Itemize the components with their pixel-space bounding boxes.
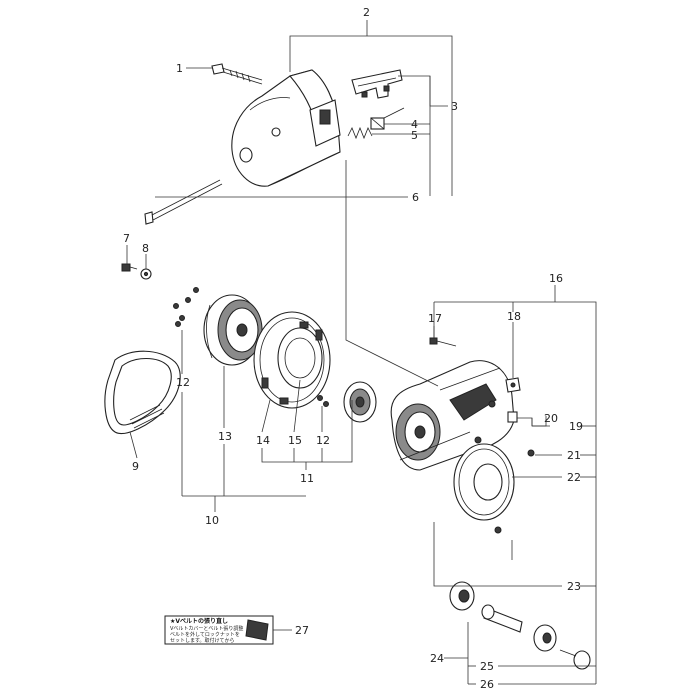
leader-lines (126, 20, 597, 685)
callout-7: 7 (123, 232, 130, 245)
decal-line-3: セットします。取付けてから (170, 637, 235, 644)
callout-18: 18 (507, 310, 521, 323)
callout-21: 21 (567, 449, 581, 462)
callout-1: 1 (176, 62, 183, 75)
clutch-drum (253, 311, 331, 409)
callout-6: 6 (412, 191, 419, 204)
callout-24: 24 (430, 652, 444, 665)
cutting-arm-housing (390, 337, 535, 471)
callout-26: 26 (480, 678, 494, 691)
callout-3: 3 (451, 100, 458, 113)
callout-15: 15 (288, 434, 302, 447)
callout-labels: 1 2 3 4 5 6 7 8 9 10 11 12 12 13 14 15 1… (123, 6, 583, 691)
cover-ring (453, 443, 515, 534)
callout-13: 13 (218, 430, 232, 443)
callout-17: 17 (428, 312, 442, 325)
callout-14: 14 (256, 434, 270, 447)
bearing-hub (343, 381, 377, 423)
callout-12-left: 12 (176, 376, 190, 389)
spindle-assembly (449, 581, 591, 670)
belt-pulley (203, 294, 263, 366)
warning-decal: ★Vベルトの張り直し Vベルトカバーとベルト張り調整 ベルトを外してロックナット… (164, 615, 274, 645)
callout-12-right: 12 (316, 434, 330, 447)
callout-9: 9 (132, 460, 139, 473)
callout-19: 19 (569, 420, 583, 433)
callout-25: 25 (480, 660, 494, 673)
callout-20: 20 (544, 412, 558, 425)
decal-line-1: Vベルトカバーとベルト張り調整 (170, 625, 243, 632)
callout-22: 22 (567, 471, 581, 484)
callout-10: 10 (205, 514, 219, 527)
fasteners (121, 263, 329, 407)
callout-8: 8 (142, 242, 149, 255)
callout-5: 5 (411, 129, 418, 142)
callout-23: 23 (567, 580, 581, 593)
callout-27: 27 (295, 624, 309, 637)
callout-4: 4 (411, 118, 418, 131)
v-belt (104, 350, 181, 434)
belt-guard-assembly (144, 63, 405, 225)
callout-11: 11 (300, 472, 314, 485)
callout-16: 16 (549, 272, 563, 285)
decal-title: ★Vベルトの張り直し (170, 617, 228, 625)
callout-2: 2 (363, 6, 370, 19)
decal-line-2: ベルトを外してロックナットを (170, 631, 240, 638)
